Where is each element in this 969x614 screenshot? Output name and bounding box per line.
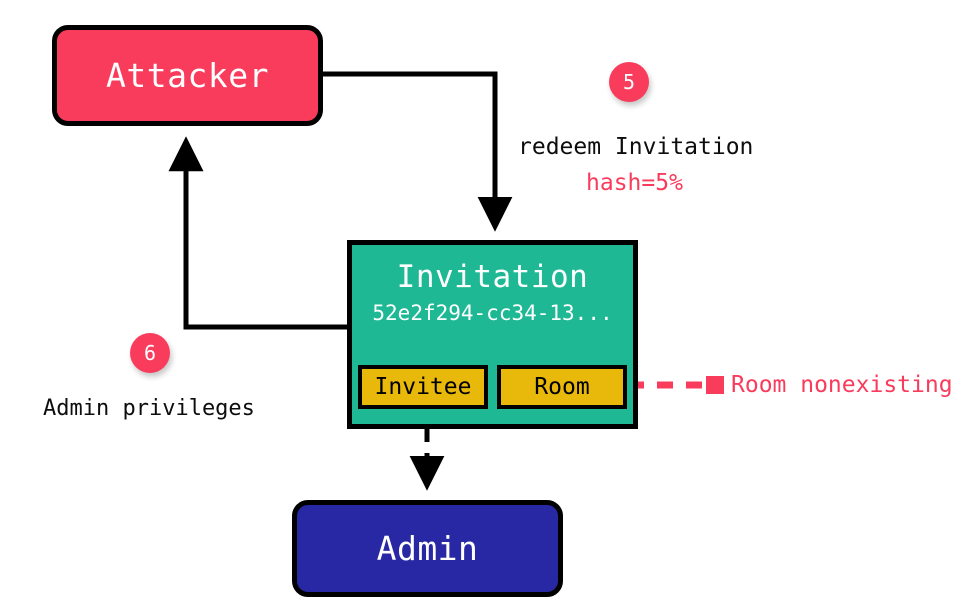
step-badge-6-label: 6 [143,341,157,365]
edge-label-redeem-invitation: redeem Invitation [518,134,754,160]
step-badge-5-label: 5 [622,70,636,94]
attribute-box-invitee[interactable]: Invitee [358,365,488,409]
node-invitation-label: Invitation [396,259,589,295]
node-admin-label: Admin [376,529,479,568]
node-attacker-label: Attacker [106,56,269,95]
step-badge-5[interactable]: 5 [609,62,649,102]
attribute-room-label: Room [534,374,590,400]
node-admin[interactable]: Admin [292,500,563,597]
legend-dashed-connector [628,376,724,394]
node-invitation[interactable]: Invitation 52e2f294-cc34-13... Invitee R… [347,240,638,429]
edge-redeem-invitation [323,71,513,232]
invitation-attribute-row: Invitee Room [352,365,633,409]
attribute-invitee-label: Invitee [374,374,472,400]
edge-label-hash-value: hash=5% [586,170,683,196]
node-invitation-uuid: 52e2f294-cc34-13... [372,301,613,325]
edge-admin-privileges [168,136,347,330]
node-attacker[interactable]: Attacker [52,25,323,126]
attribute-box-room[interactable]: Room [497,365,627,409]
step-badge-6[interactable]: 6 [130,333,170,373]
legend-label-room-nonexisting: Room nonexisting [731,372,953,398]
legend-square-marker [706,376,724,394]
edge-label-admin-privileges: Admin privileges [43,396,255,421]
